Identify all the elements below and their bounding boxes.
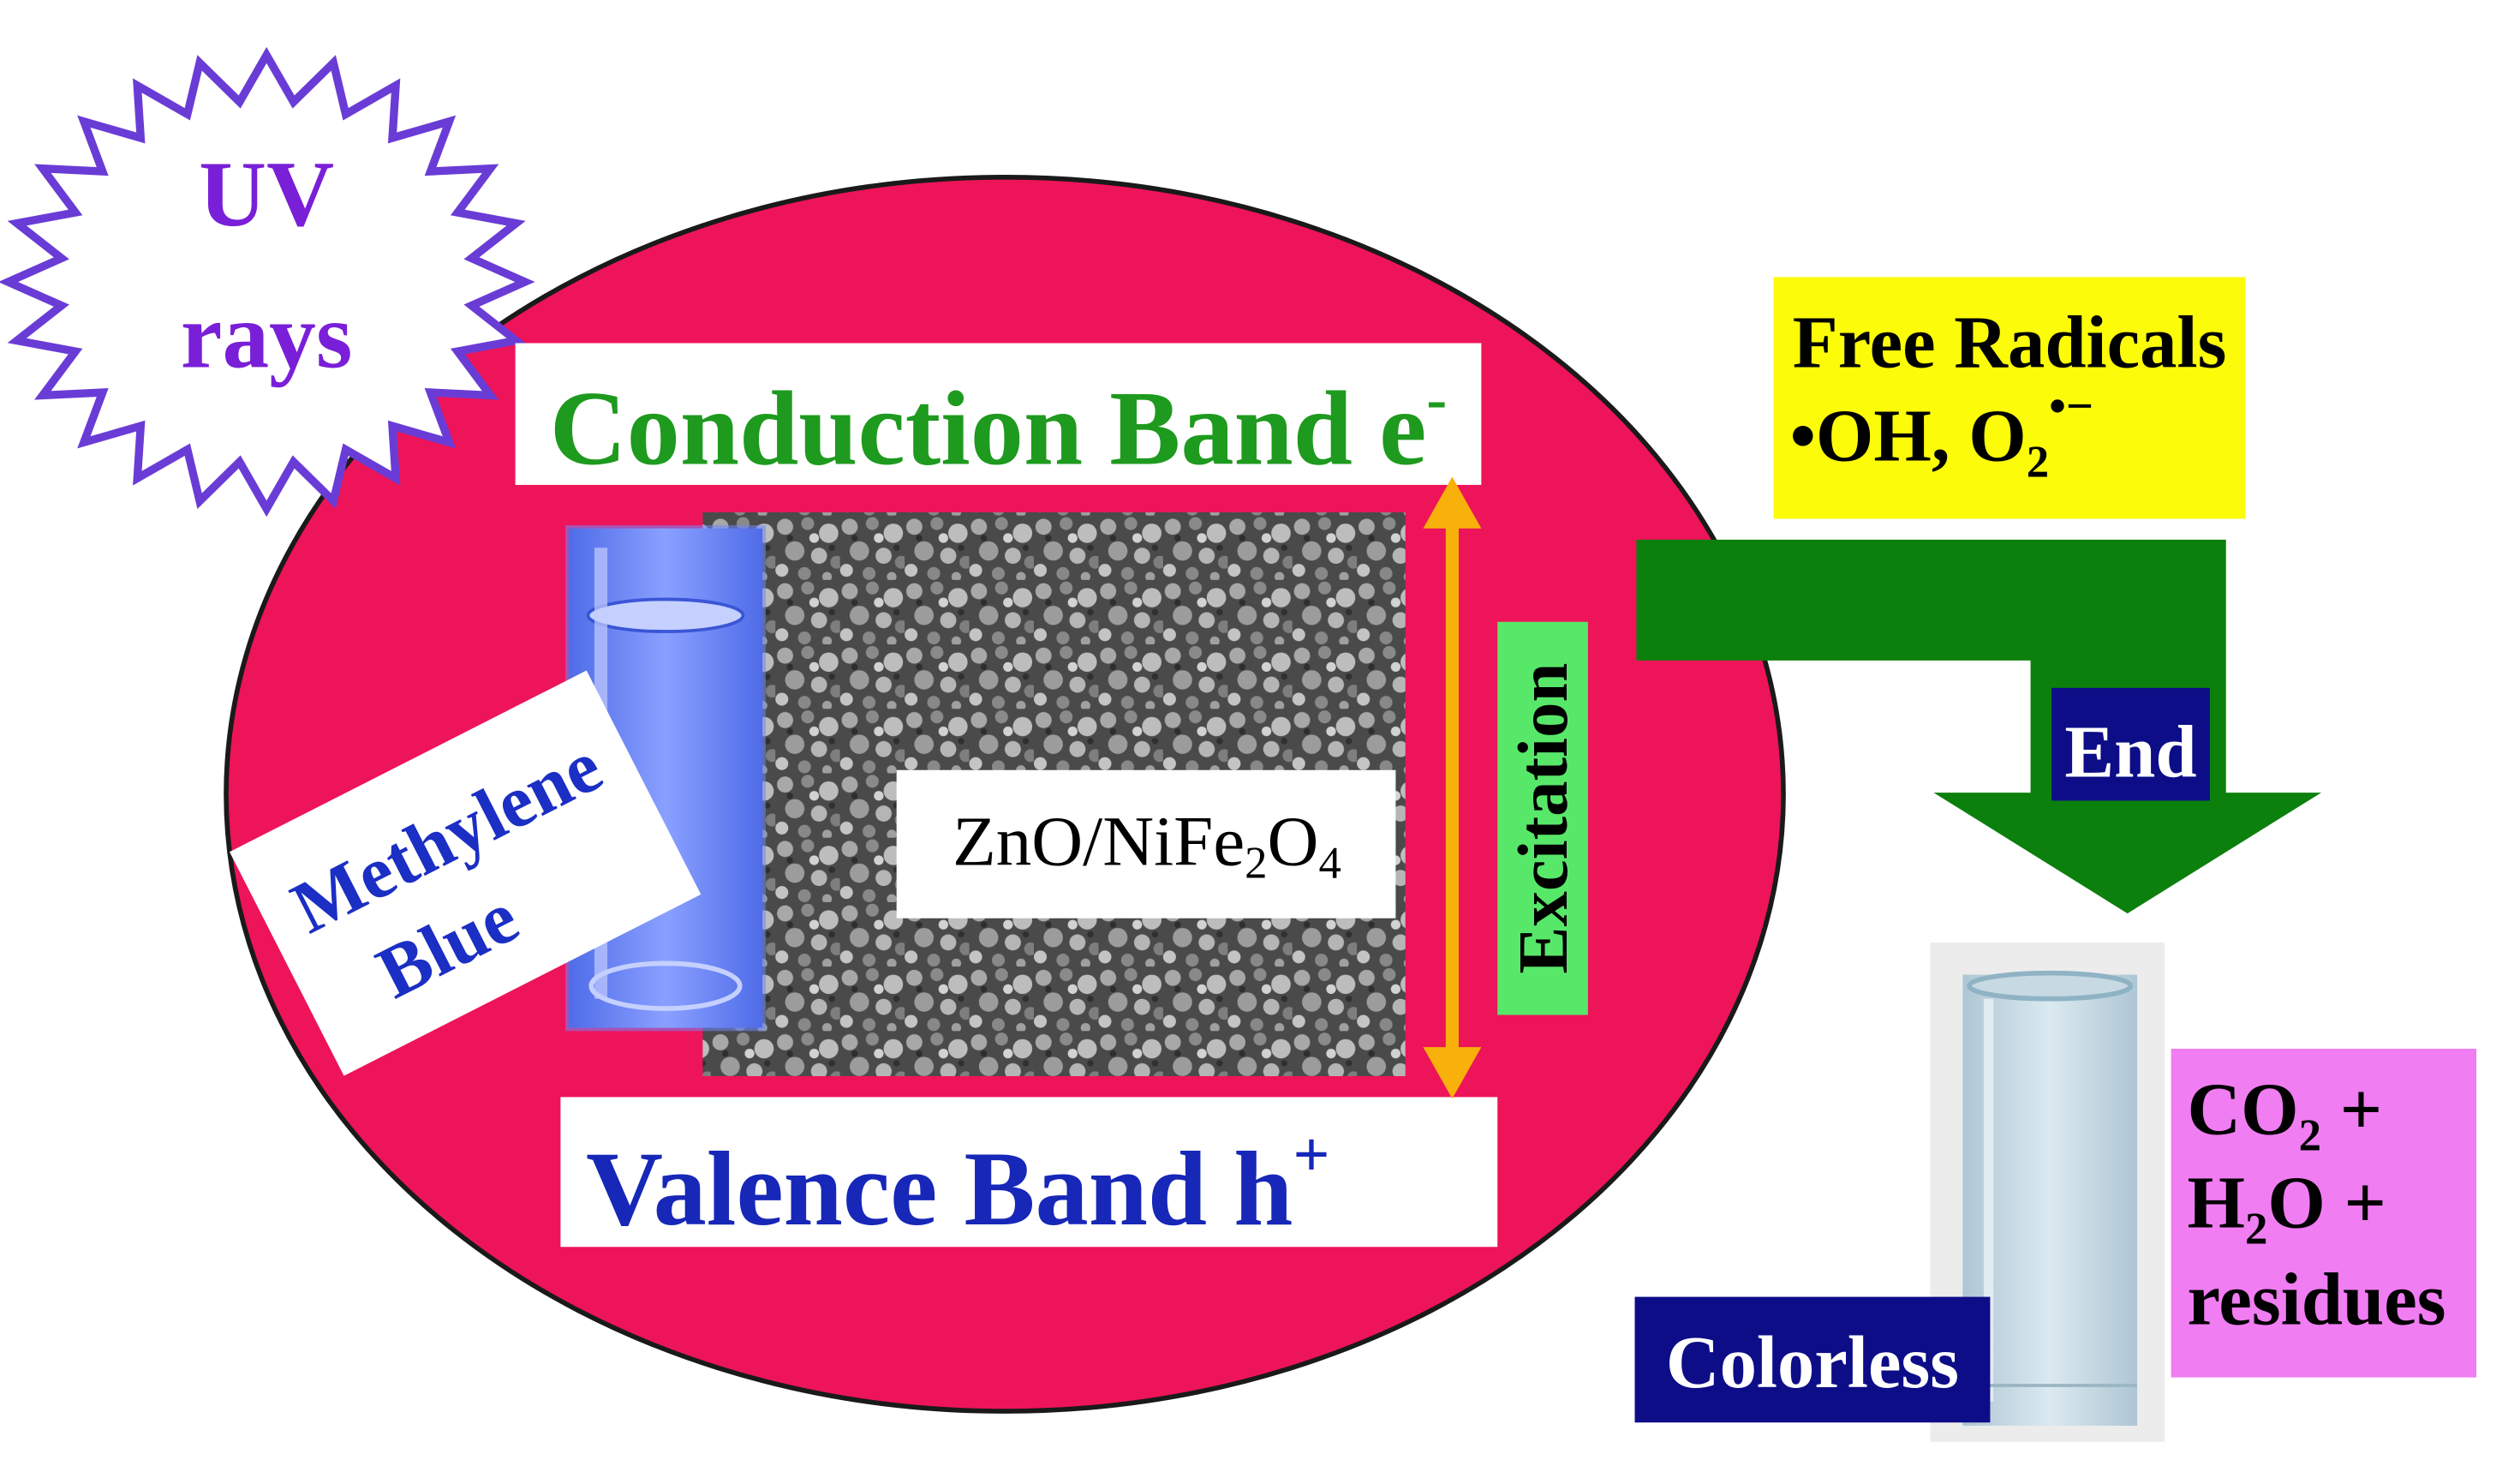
uv-starburst: UV rays (0, 46, 535, 518)
free-radicals-species: •OH, O2•− (1790, 380, 2094, 488)
conduction-band-label: Conduction Band e- (550, 365, 1447, 488)
colorless-label: Colorless (1666, 1321, 1959, 1403)
catalyst-label: ZnO/NiFe2O4 (952, 802, 1341, 889)
products-line-2: H2O + (2188, 1162, 2386, 1254)
catalyst-box: ZnO/NiFe2O4 (896, 769, 1396, 918)
valence-band-box: Valence Band h+ (560, 1097, 1498, 1248)
products-box: CO2 + H2O + residues (2171, 1049, 2477, 1378)
end-box: End (2051, 687, 2210, 801)
excitation-label: Excitation (1503, 663, 1582, 974)
free-radicals-box: Free Radicals •OH, O2•− (1773, 277, 2246, 519)
rays-label: rays (181, 284, 352, 388)
flow-arrow (1636, 539, 2322, 914)
starburst-icon (0, 46, 535, 518)
valence-band-label: Valence Band h+ (586, 1120, 1329, 1248)
uv-label: UV (199, 142, 334, 246)
products-line-3: residues (2188, 1259, 2446, 1341)
methylene-blue-box: Methylene Blue (229, 670, 702, 1076)
excitation-box: Excitation (1497, 621, 1588, 1015)
products-line-1: CO2 + (2188, 1068, 2383, 1161)
excitation-arrow (1423, 476, 1482, 1099)
colorless-vial (1930, 942, 2165, 1442)
free-radicals-title: Free Radicals (1793, 302, 2227, 384)
conduction-band-box: Conduction Band e- (515, 343, 1482, 488)
end-label: End (2064, 710, 2196, 793)
colorless-box: Colorless (1634, 1296, 1991, 1423)
